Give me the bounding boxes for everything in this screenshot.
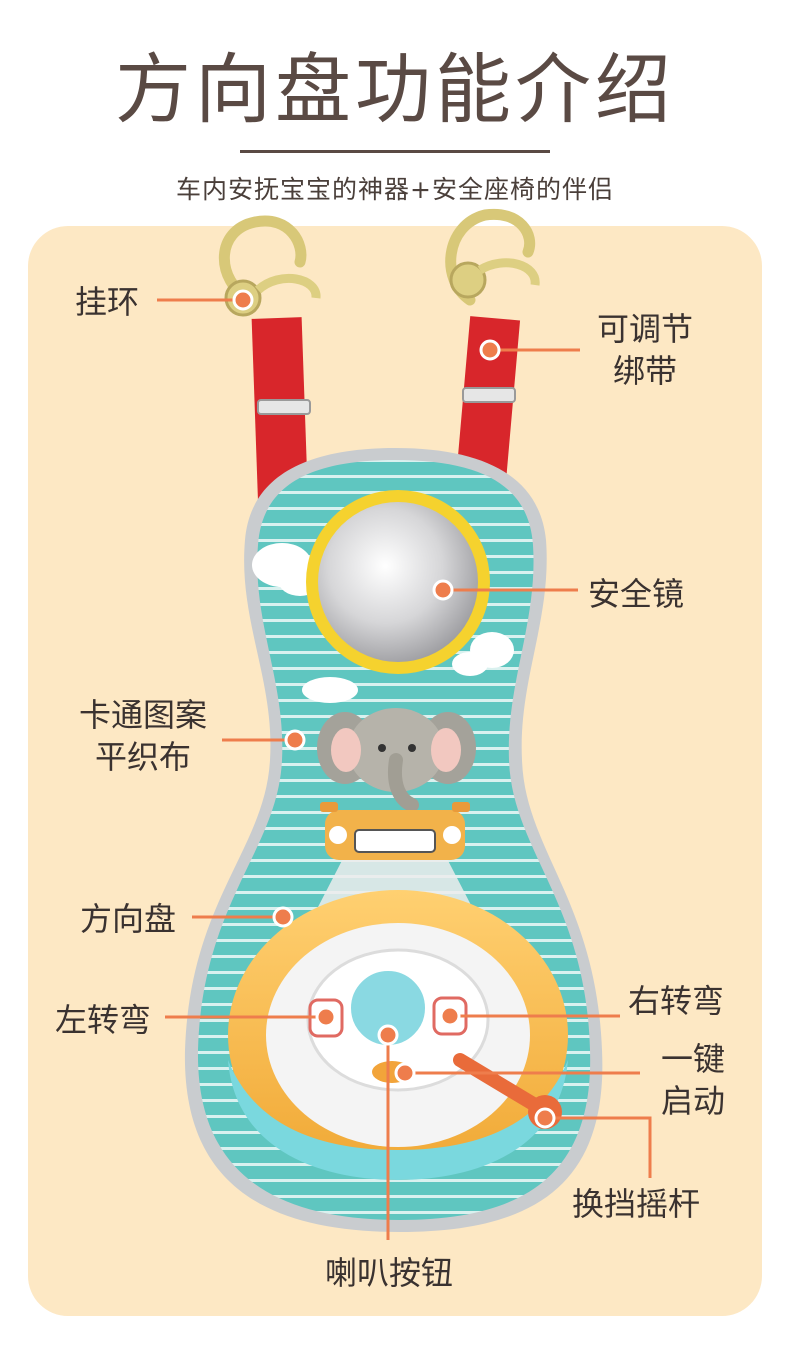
label-horn-button: 喇叭按钮 [325,1254,454,1292]
label-hanging-ring: 挂环 [75,283,140,321]
callout-lines [157,298,652,1240]
adjustable-straps [251,316,521,514]
label-cartoon-fabric-line2: 平织布 [94,738,191,777]
page-title: 方向盘功能介绍 [115,45,675,134]
label-steering-wheel: 方向盘 [80,900,177,938]
cartoon-car-graphic [320,802,470,860]
label-cartoon-fabric: 卡通图案 平织布 [68,694,218,778]
label-left-turn: 左转弯 [55,1001,152,1039]
label-one-key-start: 一键 启动 [648,1038,738,1122]
label-one-key-start-line2: 启动 [660,1082,725,1121]
label-cartoon-fabric-line1: 卡通图案 [78,696,207,734]
label-adjustable-strap-line2: 绑带 [612,352,677,391]
title-underline [240,150,550,153]
label-adjustable-strap: 可调节 绑带 [585,308,705,392]
callout-dots [232,289,556,1129]
elephant-graphic [317,708,476,812]
label-gear-lever: 换挡摇杆 [572,1185,701,1223]
label-safety-mirror: 安全镜 [588,575,685,613]
label-adjustable-strap-line1: 可调节 [596,310,693,348]
ring-clips [224,258,540,317]
page-subtitle: 车内安抚宝宝的神器+安全座椅的伴侣 [176,175,614,204]
safety-mirror-glass [318,502,478,662]
label-right-turn: 右转弯 [628,982,725,1020]
label-one-key-start-line1: 一键 [660,1040,725,1078]
